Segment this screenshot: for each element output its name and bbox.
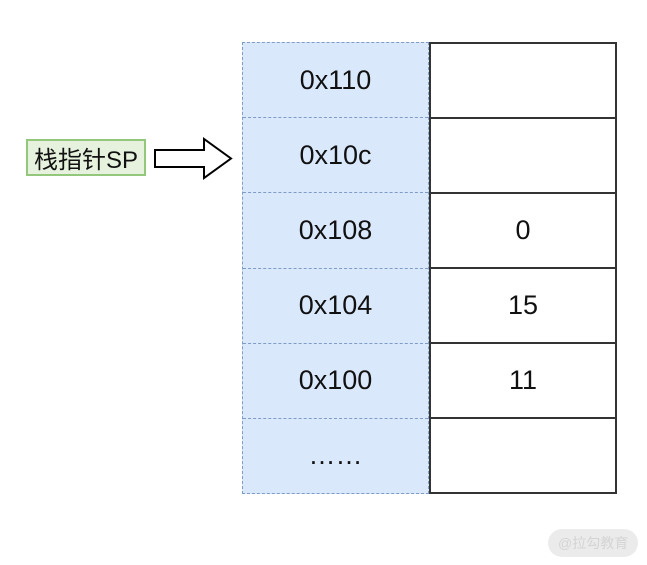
address-cell: …… [243,417,428,493]
memory-table: 0x110 0x10c 0x108 0x104 0x100 …… 0 15 11 [242,42,617,494]
value-cell: 0 [431,192,615,267]
value-column: 0 15 11 [429,42,617,494]
address-cell: 0x110 [299,64,372,95]
address-cell: 0x10c [243,117,428,192]
watermark-badge: @拉勾教育 [548,529,639,557]
value-cell [431,117,615,192]
address-column: 0x110 0x10c 0x108 0x104 0x100 …… [242,42,429,494]
address-cell: 0x100 [243,342,428,418]
arrow-right-icon [154,137,233,180]
value-cell [431,44,615,117]
value-cell [431,417,615,492]
stack-pointer-label: 栈指针SP [26,139,146,176]
value-cell: 15 [431,267,615,342]
address-cell: 0x104 [243,267,428,343]
address-cell: 0x108 [243,192,428,267]
value-cell: 11 [431,342,615,417]
